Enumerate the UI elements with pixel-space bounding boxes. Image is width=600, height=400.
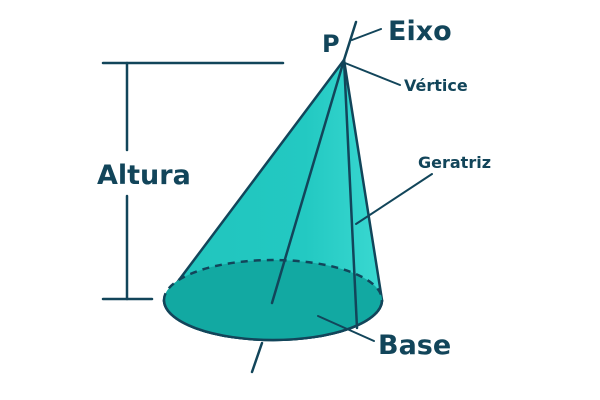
cone-base-hidden-edge bbox=[162, 258, 384, 301]
vertex-label: Vértice bbox=[404, 76, 468, 95]
vertex-pointer bbox=[344, 62, 401, 86]
base-label: Base bbox=[378, 330, 451, 361]
generatrix-line bbox=[342, 58, 359, 330]
height-dimension bbox=[101, 61, 285, 301]
generatrix-label: Geratriz bbox=[418, 153, 491, 172]
generatrix-pointer bbox=[355, 173, 433, 225]
axis-pointer bbox=[351, 28, 382, 41]
cone-base-front-edge bbox=[162, 299, 384, 342]
axis-line-top bbox=[342, 20, 358, 62]
axis-line-bottom bbox=[250, 341, 264, 374]
cone-axis-line bbox=[270, 58, 346, 305]
axis-label: Eixo bbox=[388, 16, 452, 47]
base-pointer bbox=[317, 315, 375, 342]
height-label: Altura bbox=[97, 160, 191, 191]
apex-label: P bbox=[322, 30, 340, 58]
